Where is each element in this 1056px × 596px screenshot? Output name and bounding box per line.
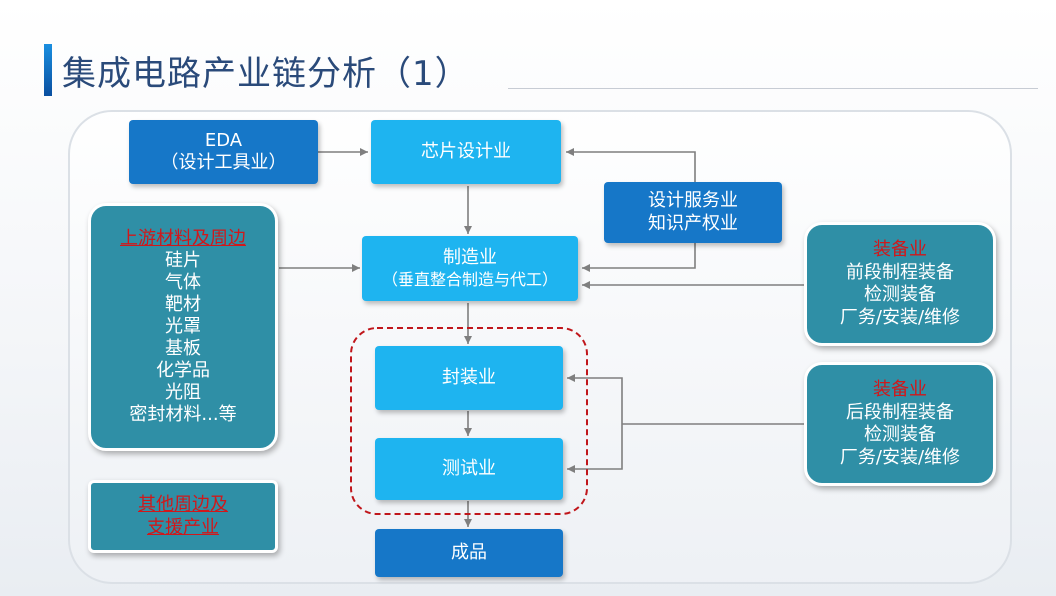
node-packaging-label: 封装业	[442, 366, 496, 388]
packaging-testing-group-outline	[350, 327, 588, 515]
node-testing: 测试业	[375, 438, 563, 500]
equipment-front-item: 检测装备	[864, 284, 936, 305]
node-upstream-heading: 上游材料及周边	[120, 228, 246, 250]
upstream-item: 气体	[165, 272, 201, 294]
upstream-item: 化学品	[156, 359, 210, 381]
node-equipment-back-heading: 装备业	[873, 379, 927, 400]
node-testing-label: 测试业	[442, 457, 496, 479]
node-equipment-front: 装备业 前段制程装备 检测装备 厂务/安装/维修	[804, 222, 996, 346]
upstream-item: 硅片	[165, 250, 201, 272]
title-divider	[508, 88, 1038, 89]
node-manufacturing-line1: 制造业	[443, 247, 497, 269]
upstream-item: 靶材	[165, 294, 201, 316]
node-chip-design-label: 芯片设计业	[421, 140, 511, 162]
equipment-back-item: 后段制程装备	[846, 401, 954, 423]
node-other-support-line2: 支援产业	[147, 516, 219, 538]
node-design-service: 设计服务业 知识产权业	[604, 182, 782, 243]
node-manufacturing: 制造业 （垂直整合制造与代工）	[362, 236, 578, 301]
equipment-front-item: 前段制程装备	[846, 261, 954, 283]
node-eda-line2: （设计工具业）	[160, 152, 287, 173]
edge-design-service-to-chip-design	[566, 148, 696, 182]
node-equipment-front-heading: 装备业	[873, 239, 927, 260]
node-other-support: 其他周边及 支援产业	[88, 480, 278, 553]
node-design-service-line1: 设计服务业	[648, 190, 738, 211]
equipment-front-item: 厂务/安装/维修	[839, 306, 961, 328]
node-other-support-line1: 其他周边及	[138, 494, 228, 515]
node-eda: EDA （设计工具业）	[129, 120, 318, 184]
equipment-back-item: 厂务/安装/维修	[839, 446, 961, 468]
upstream-item: 光罩	[165, 316, 201, 338]
edge-equipment-back-to-packaging	[567, 374, 623, 424]
page-title: 集成电路产业链分析（1）	[62, 54, 470, 94]
node-eda-line1: EDA	[204, 129, 243, 151]
upstream-item: 光阻	[165, 381, 201, 403]
node-packaging: 封装业	[375, 346, 563, 410]
node-product: 成品	[375, 529, 563, 577]
edge-design-service-to-manufacturing	[582, 243, 696, 272]
node-product-label: 成品	[451, 541, 487, 563]
node-chip-design: 芯片设计业	[371, 120, 561, 184]
title-accent-bar	[44, 44, 52, 96]
upstream-item: 基板	[165, 337, 201, 359]
edge-equipment-back-to-testing	[567, 424, 623, 473]
node-equipment-back: 装备业 后段制程装备 检测装备 厂务/安装/维修	[804, 362, 996, 486]
node-upstream-materials: 上游材料及周边 硅片 气体 靶材 光罩 基板 化学品 光阻 密封材料...等	[88, 203, 278, 451]
node-design-service-line2: 知识产权业	[648, 212, 738, 234]
node-manufacturing-line2: （垂直整合制造与代工）	[381, 269, 558, 289]
upstream-item: 密封材料...等	[129, 403, 237, 425]
equipment-back-item: 检测装备	[864, 424, 936, 445]
